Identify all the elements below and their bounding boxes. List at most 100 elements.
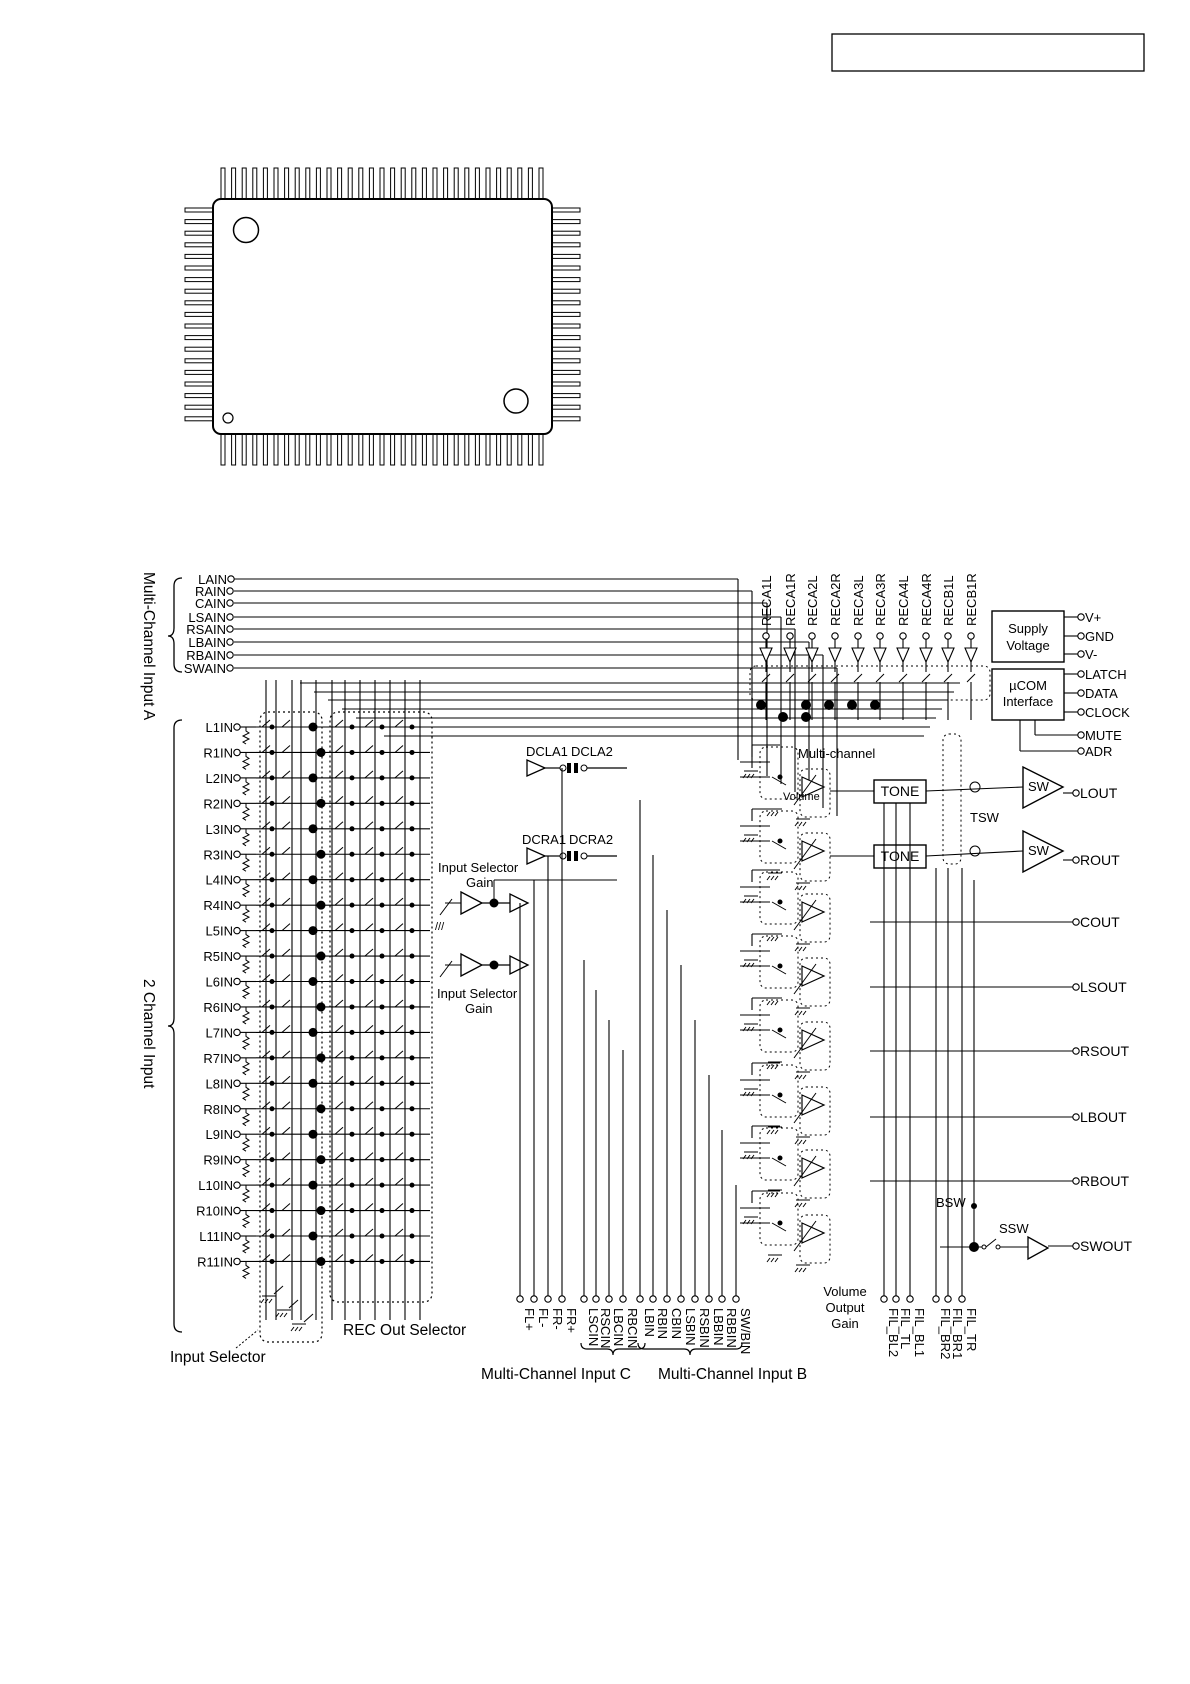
mcb-pin-1: RBIN <box>655 1308 670 1339</box>
sum-node-l-icon <box>969 781 981 793</box>
junction-dot <box>801 700 811 710</box>
tone-left-label: TONE <box>881 783 920 799</box>
bias-resistor-icon <box>241 803 251 821</box>
junction-dot <box>269 775 275 781</box>
output-gain-boundary <box>799 1214 831 1264</box>
input-pin-l6in: L6IN <box>206 975 233 990</box>
chip-pin-bottom <box>432 433 438 466</box>
junction-dot <box>409 1029 415 1035</box>
chip-pin-left <box>184 265 214 271</box>
ctrl-pin-mute: MUTE <box>1085 728 1122 743</box>
pin-terminal <box>1077 708 1085 716</box>
bias-resistor-icon <box>241 727 251 745</box>
chip-pin-bottom <box>231 433 237 466</box>
junction-dot <box>349 1055 355 1061</box>
junction-dot <box>316 849 326 859</box>
supply-label-2: Voltage <box>1006 638 1049 653</box>
switch-icon <box>364 1025 374 1033</box>
dc-cut-left: DCLA1 DCLA2 <box>526 744 627 778</box>
ground-icon <box>794 1136 810 1145</box>
pin-terminal <box>1077 689 1085 697</box>
variable-arrow-icon <box>793 1027 817 1059</box>
junction-dot <box>269 1004 275 1010</box>
rec-buffer-icon <box>851 647 865 664</box>
volume-amp-icon <box>801 965 826 987</box>
pin-terminal <box>762 632 770 640</box>
fil-pin-fil_tr: FIL_TR <box>964 1308 979 1351</box>
mca-pin-swain: SWAIN <box>184 661 226 676</box>
switch-icon <box>364 846 374 855</box>
svg-text:///: /// <box>435 921 445 933</box>
bias-resistor-icon <box>241 828 251 847</box>
tone-right-label: TONE <box>881 848 920 864</box>
switch-icon <box>281 1050 291 1059</box>
junction-dot <box>777 1092 783 1098</box>
switch-icon <box>281 999 291 1008</box>
ground-icon <box>742 959 758 968</box>
variable-arrow-icon <box>793 963 817 995</box>
switch-icon <box>394 1075 404 1084</box>
dc-cut-right: DCRA1 DCRA2 <box>522 832 617 866</box>
chip-pin-top <box>368 167 374 200</box>
junction-dot <box>349 800 355 806</box>
rec-pin-reca2l: RECA2L <box>805 575 820 626</box>
mcb-pin-5: LBBIN <box>711 1308 726 1346</box>
label-multi-channel-input-b: Multi-Channel Input B <box>658 1366 807 1383</box>
switch-icon <box>261 1254 271 1262</box>
ucom-label-1: µCOM <box>1009 678 1047 693</box>
junction-dot <box>308 1027 318 1037</box>
pin-terminal <box>233 926 241 935</box>
bias-resistor-icon <box>241 879 251 898</box>
pin-terminal <box>1072 1242 1080 1250</box>
switch-icon <box>394 745 404 753</box>
switch-icon <box>281 1203 291 1211</box>
vog-label-2: Output <box>825 1300 864 1315</box>
supply-voltage-block: Supply Voltage <box>991 610 1065 663</box>
junction-dot <box>409 1233 415 1239</box>
junction-dot <box>269 1208 275 1214</box>
junction-dot <box>269 902 275 908</box>
pin-terminal <box>854 632 862 640</box>
ucom-interface-block: µCOM Interface <box>991 668 1065 721</box>
ic-package-outline <box>184 167 581 466</box>
switch-icon <box>394 1025 404 1033</box>
volume-switch-boundary <box>759 999 799 1053</box>
junction-dot <box>349 749 355 755</box>
rec-pin-reca1r: RECA1R <box>783 573 798 626</box>
junction-dot <box>777 1220 783 1226</box>
junction-dot <box>409 1004 415 1010</box>
junction-dot <box>349 902 355 908</box>
chip-pin-top <box>305 167 311 200</box>
bias-resistor-icon <box>241 854 251 872</box>
chip-pin-right <box>551 277 581 283</box>
junction-dot <box>308 824 318 834</box>
chip-pin-right <box>551 288 581 294</box>
fil-pin-fil_br2: FIL_BR2 <box>938 1308 953 1359</box>
mcb-pin-6: RBBIN <box>724 1308 739 1348</box>
ground-icon <box>794 943 810 952</box>
chip-pin-left <box>184 346 214 352</box>
chip-pin-top <box>294 167 300 200</box>
chip-pin-top <box>485 167 491 200</box>
junction-dot <box>409 1106 415 1112</box>
switch-icon <box>334 821 344 830</box>
chip-pin-left <box>184 381 214 387</box>
junction-dot <box>308 722 318 732</box>
junction-dot <box>756 700 766 710</box>
switch-icon <box>281 1126 291 1135</box>
junction-dot <box>409 1157 415 1163</box>
junction-dot <box>409 749 415 755</box>
bias-resistor-icon <box>241 1236 251 1254</box>
chip-pin-bottom <box>506 433 512 466</box>
switch-icon <box>921 673 931 683</box>
junction-dot <box>870 700 880 710</box>
junction-dot <box>269 1157 275 1163</box>
pin-terminal <box>516 1295 524 1303</box>
variable-arrow-icon <box>793 899 817 931</box>
input-selector-boundary <box>259 711 323 1343</box>
input-pin-r7in: R7IN <box>203 1051 233 1066</box>
ground-icon <box>766 933 782 942</box>
chip-pin-right <box>551 311 581 317</box>
junction-dot <box>349 1106 355 1112</box>
switch-icon <box>334 770 344 779</box>
